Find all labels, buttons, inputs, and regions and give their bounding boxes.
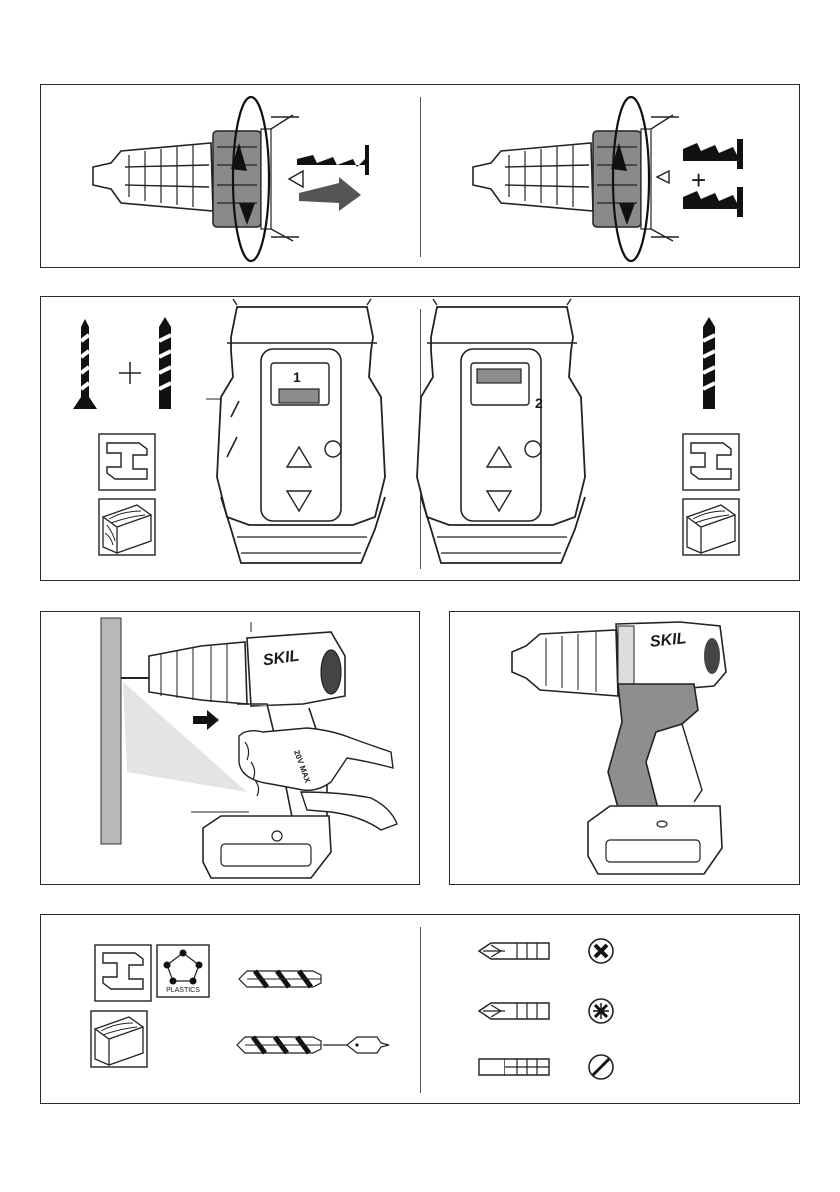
drilling-operation-illustration bbox=[41, 612, 421, 886]
plus-symbol: + bbox=[691, 165, 706, 196]
bits-materials-panel: PLASTICS bbox=[40, 914, 800, 1104]
drill-overview-illustration bbox=[450, 612, 801, 886]
drill-overview-panel: SKIL 20V MAX bbox=[449, 611, 800, 885]
brand-logo: SKIL bbox=[649, 630, 687, 652]
torque-setting-panel: + bbox=[40, 84, 800, 268]
chuck-screwdriving-illustration bbox=[41, 85, 801, 269]
screwdriver-bits bbox=[41, 915, 801, 1105]
gear-2-label: 2 bbox=[535, 395, 543, 411]
gear2-applications bbox=[41, 297, 801, 582]
drilling-operation-panel: SKIL 20V MAX bbox=[40, 611, 420, 885]
gear-selector-panel: 1 2 bbox=[40, 296, 800, 581]
